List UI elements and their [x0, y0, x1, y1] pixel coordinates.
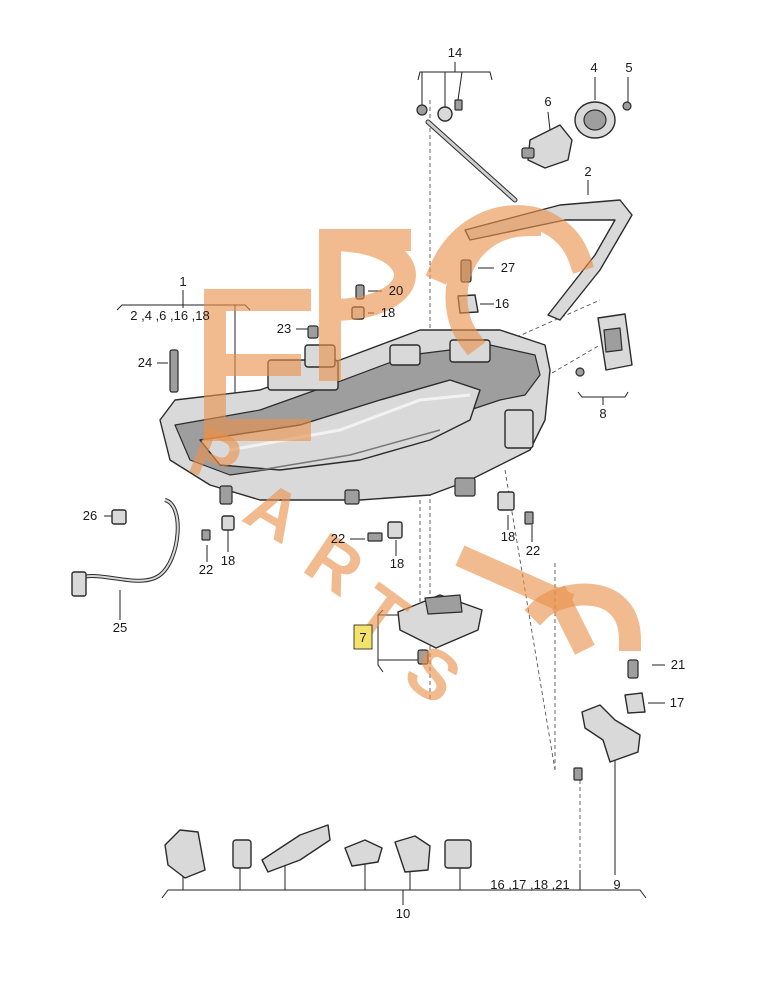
callout-24: 24 — [138, 355, 152, 370]
leader-lines — [104, 62, 665, 905]
callout-14: 14 — [448, 45, 462, 60]
callout-10-contents: 16 ,17 ,18 ,21 — [490, 877, 570, 892]
highlight-box-part-7 — [353, 624, 373, 650]
control-module — [575, 313, 633, 377]
callout-6: 6 — [544, 94, 551, 109]
callout-10: 10 — [396, 906, 410, 921]
callout-27: 27 — [501, 260, 515, 275]
callout-16-upper: 16 — [495, 296, 509, 311]
callout-4: 4 — [590, 60, 597, 75]
fasteners — [111, 259, 646, 781]
callout-18-right: 18 — [501, 529, 515, 544]
callout-22-right: 22 — [526, 543, 540, 558]
svg-text:S: S — [391, 629, 475, 720]
callout-17: 17 — [670, 695, 684, 710]
callout-21: 21 — [671, 657, 685, 672]
callout-23: 23 — [277, 321, 291, 336]
adjuster-rod — [416, 99, 518, 203]
mounting-bracket — [581, 704, 641, 763]
callout-18-upper: 18 — [381, 305, 395, 320]
callout-2: 2 — [584, 164, 591, 179]
repair-bracket-set — [164, 824, 472, 879]
callout-5: 5 — [625, 60, 632, 75]
callout-22-left: 22 — [199, 562, 213, 577]
callout-labels: 14 4 5 6 2 27 1 2 ,4 ,6 ,16 ,18 20 18 16… — [83, 45, 685, 921]
callout-1: 1 — [179, 274, 186, 289]
callout-1-contents: 2 ,4 ,6 ,16 ,18 — [130, 308, 210, 323]
callout-9: 9 — [613, 877, 620, 892]
callout-7: 7 — [359, 630, 366, 645]
callout-18-left: 18 — [221, 553, 235, 568]
callout-26: 26 — [83, 508, 97, 523]
callout-22-center: 22 — [331, 531, 345, 546]
callout-25: 25 — [113, 620, 127, 635]
callout-8: 8 — [599, 406, 606, 421]
callout-18-center: 18 — [390, 556, 404, 571]
bulb-assembly — [521, 101, 632, 169]
callout-20: 20 — [389, 283, 403, 298]
